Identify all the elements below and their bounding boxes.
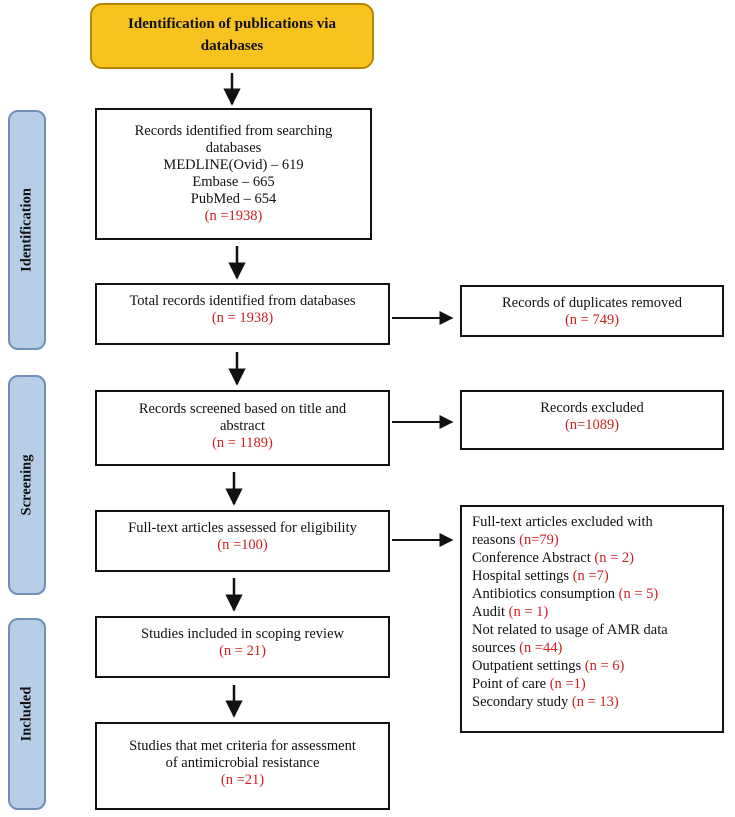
phase-identification-label: Identification (18, 188, 35, 272)
fulltext-excluded-box: Full-text articles excluded with reasons… (460, 505, 724, 733)
final-line-2: of antimicrobial resistance (165, 755, 320, 771)
total-records-box: Total records identified from databases … (95, 283, 390, 345)
identification-header-box: Identification of publications via datab… (90, 3, 374, 69)
phase-identification: Identification (8, 110, 46, 350)
records-line-2: databases (205, 140, 262, 156)
fulltext-excluded-total: (n=79) (519, 532, 559, 548)
included-count: (n = 21) (219, 643, 266, 659)
records-excluded-box: Records excluded (n=1089) (460, 390, 724, 450)
reason-item: sources (n =44) (472, 640, 563, 656)
duplicates-label: Records of duplicates removed (502, 295, 682, 311)
total-records-count: (n = 1938) (211, 310, 274, 326)
header-line-1: Identification of publications via (128, 16, 336, 32)
total-records-label: Total records identified from databases (129, 293, 356, 309)
reason-item: Audit (n = 1) (472, 604, 549, 620)
screened-line-1: Records screened based on title and (138, 401, 347, 417)
phase-included-label: Included (18, 686, 35, 742)
records-medline: MEDLINE(Ovid) – 619 (163, 157, 304, 173)
records-pubmed: PubMed – 654 (190, 191, 277, 207)
final-count: (n =21) (220, 772, 265, 788)
reason-item: Secondary study (n = 13) (472, 694, 619, 710)
fulltext-count: (n =100) (217, 537, 268, 553)
phase-screening-label: Screening (18, 454, 35, 516)
header-line-2: databases (200, 38, 264, 54)
reason-item: Conference Abstract (n = 2) (472, 550, 634, 566)
excluded-count: (n=1089) (564, 417, 620, 433)
reason-item: Point of care (n =1) (472, 676, 586, 692)
final-studies-box: Studies that met criteria for assessment… (95, 722, 390, 810)
reason-item: Not related to usage of AMR data (472, 622, 668, 638)
reason-item: Outpatient settings (n = 6) (472, 658, 625, 674)
records-screened-box: Records screened based on title and abst… (95, 390, 390, 466)
records-count: (n =1938) (204, 208, 263, 224)
screened-count: (n = 1189) (212, 435, 273, 451)
fulltext-excluded-line-1: Full-text articles excluded with (472, 514, 653, 530)
screened-line-2: abstract (219, 418, 266, 434)
studies-included-box: Studies included in scoping review (n = … (95, 616, 390, 678)
records-identified-box: Records identified from searching databa… (95, 108, 372, 240)
included-label: Studies included in scoping review (141, 626, 344, 642)
final-line-1: Studies that met criteria for assessment (129, 738, 356, 754)
excluded-label: Records excluded (540, 400, 644, 416)
phase-included: Included (8, 618, 46, 810)
fulltext-assessed-box: Full-text articles assessed for eligibil… (95, 510, 390, 572)
duplicates-removed-box: Records of duplicates removed (n = 749) (460, 285, 724, 337)
reason-item: Antibiotics consumption (n = 5) (472, 586, 659, 602)
reason-item: Hospital settings (n =7) (472, 568, 609, 584)
records-embase: Embase – 665 (192, 174, 275, 190)
records-line-1: Records identified from searching (134, 123, 333, 139)
duplicates-count: (n = 749) (564, 312, 620, 328)
phase-screening: Screening (8, 375, 46, 595)
fulltext-excluded-line-2: reasons (n=79) (472, 532, 559, 548)
fulltext-label: Full-text articles assessed for eligibil… (128, 520, 357, 536)
